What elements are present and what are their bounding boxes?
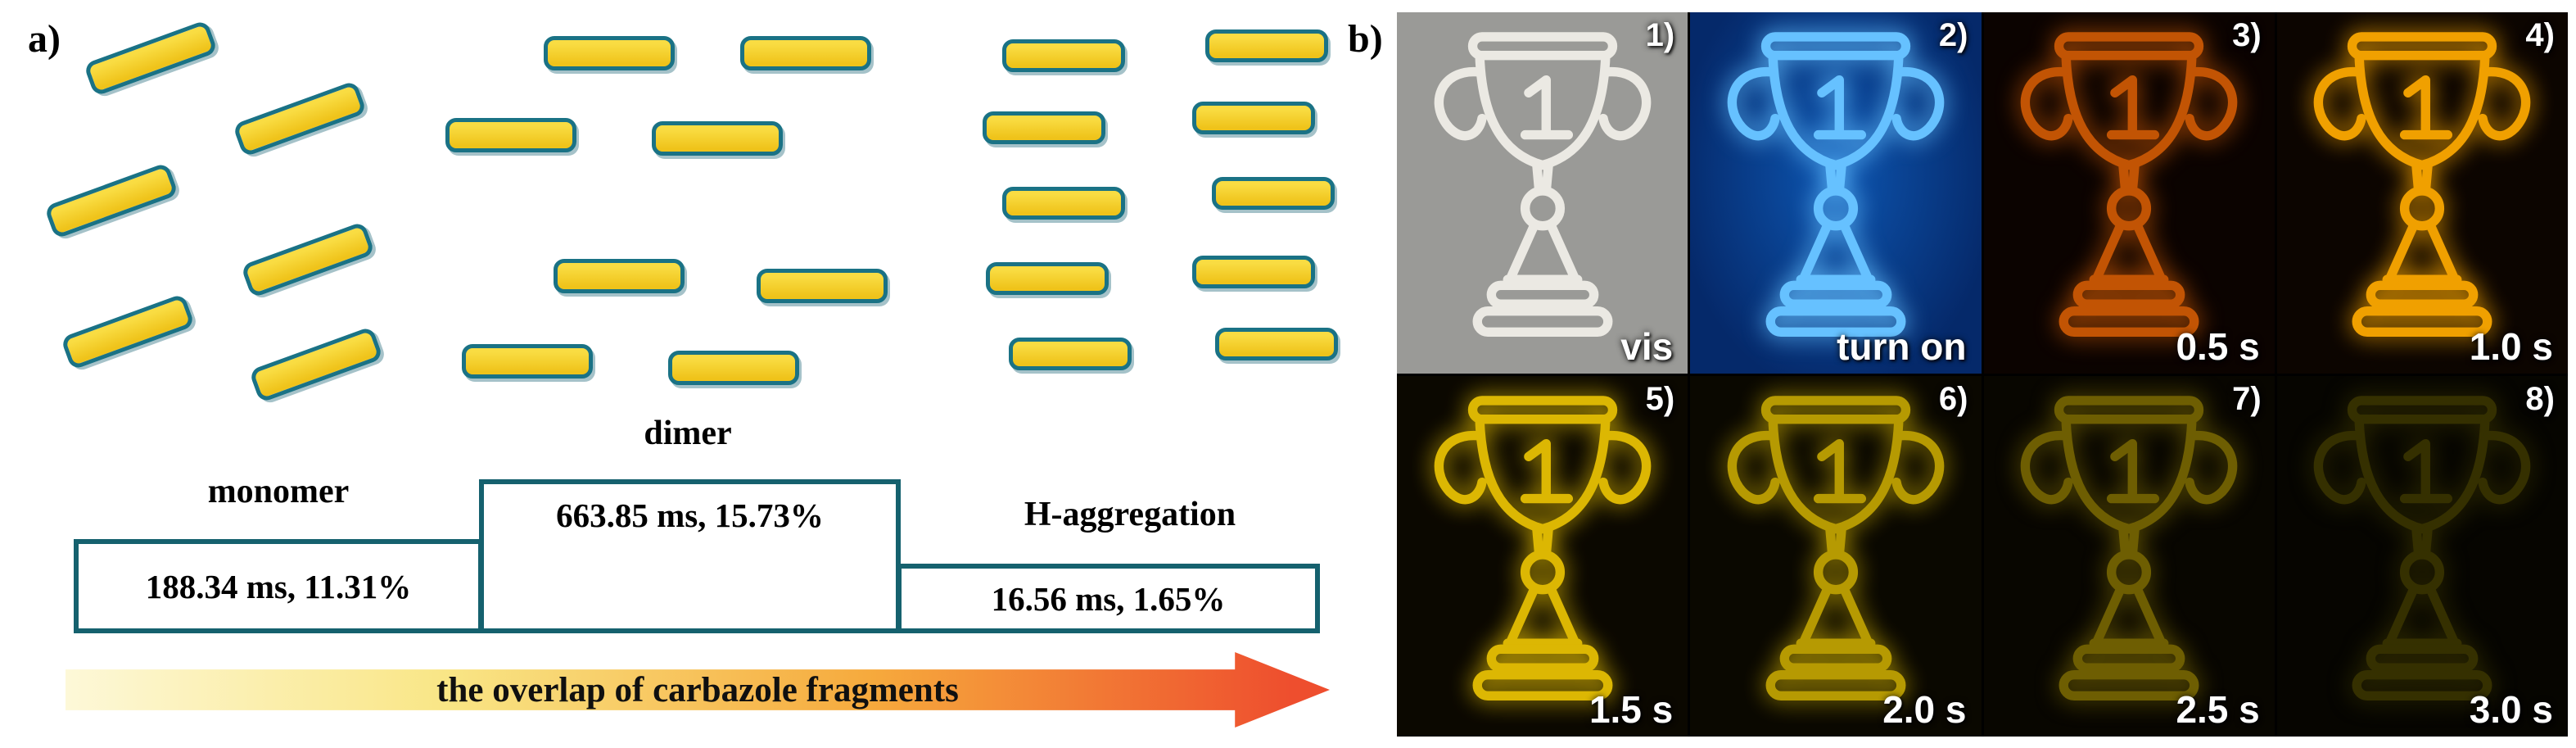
monomer-bar <box>43 161 179 240</box>
photo-cell-3-0s: 8) 3.0 s <box>2276 375 2568 737</box>
cell-time-label: 0.5 s <box>2176 324 2260 368</box>
dimer-bar <box>668 351 799 385</box>
dimer-bar <box>652 121 783 156</box>
cell-index-label: 6) <box>1938 380 1968 417</box>
h-aggregation-bar <box>1002 187 1125 220</box>
photo-cell-1-5s: 5) 1.5 s <box>1397 375 1688 737</box>
cell-time-label: turn on <box>1837 324 1967 368</box>
panel-a: a) monomer dimer H-aggregation <box>28 17 1338 728</box>
photo-cell-turn-on: 2) turn on <box>1690 12 1982 374</box>
trophy-icon <box>1707 20 1964 345</box>
photo-cell-2-5s: 7) 2.5 s <box>1983 375 2275 737</box>
trophy-icon <box>2000 20 2257 345</box>
h-aggregation-label: H-aggregation <box>1024 496 1236 533</box>
cell-time-label: 1.5 s <box>1589 688 1674 731</box>
monomer-lifetime-box: 188.34 ms, 11.31% <box>74 539 483 633</box>
h-aggregation-lifetime-box: 16.56 ms, 1.65% <box>897 564 1320 633</box>
h-aggregation-bar <box>983 111 1105 144</box>
monomer-bar <box>248 325 384 404</box>
h-aggregation-bar <box>986 262 1109 295</box>
cell-time-label: 3.0 s <box>2469 688 2553 731</box>
dimer-bar <box>740 36 871 70</box>
monomer-bar <box>83 19 219 97</box>
trophy-icon <box>1414 20 1671 345</box>
monomer-bar <box>240 220 376 299</box>
photo-cell-1-0s: 4) 1.0 s <box>2276 12 2568 374</box>
h-aggregation-bar <box>1009 338 1132 370</box>
h-aggregation-bar <box>1002 39 1125 72</box>
cell-index-label: 2) <box>1938 17 1968 53</box>
cell-index-label: 7) <box>2232 380 2262 417</box>
cell-time-label: 1.0 s <box>2469 324 2553 368</box>
trophy-icon <box>1707 384 1964 709</box>
h-aggregation-lifetime-value: 16.56 ms, 1.65% <box>991 579 1226 618</box>
panel-b-label: b) <box>1348 17 1383 61</box>
monomer-lifetime-value: 188.34 ms, 11.31% <box>145 567 412 605</box>
trophy-icon <box>2000 384 2257 709</box>
dimer-lifetime-box: 663.85 ms, 15.73% <box>479 479 901 633</box>
cell-index-label: 3) <box>2232 17 2262 53</box>
h-aggregation-bar <box>1205 29 1328 62</box>
dimer-bar <box>462 344 593 379</box>
panel-a-label: a) <box>28 17 61 61</box>
cell-time-label: vis <box>1620 324 1674 368</box>
h-aggregation-bar <box>1192 256 1315 288</box>
dimer-lifetime-value: 663.85 ms, 15.73% <box>556 496 824 534</box>
cell-time-label: 2.5 s <box>2176 688 2260 731</box>
photo-cell-vis: 1) vis <box>1397 12 1688 374</box>
cell-index-label: 4) <box>2525 17 2555 53</box>
h-aggregation-bar <box>1215 328 1338 360</box>
dimer-bar <box>757 269 888 303</box>
cell-time-label: 2.0 s <box>1882 688 1967 731</box>
dimer-bar <box>445 118 576 152</box>
overlap-arrow-label: the overlap of carbazole fragments <box>436 670 959 709</box>
monomer-bar <box>60 292 196 371</box>
h-aggregation-bar <box>1212 177 1335 210</box>
cell-index-label: 1) <box>1645 17 1675 53</box>
cell-index-label: 5) <box>1645 380 1675 417</box>
photo-cell-2-0s: 6) 2.0 s <box>1690 375 1982 737</box>
trophy-icon <box>2294 20 2551 345</box>
h-aggregation-bar <box>1192 102 1315 134</box>
dimer-label: dimer <box>644 415 732 452</box>
dimer-bar <box>554 259 685 293</box>
monomer-bar <box>232 79 368 158</box>
dimer-bar <box>544 36 675 70</box>
trophy-icon <box>2294 384 2551 709</box>
cell-index-label: 8) <box>2525 380 2555 417</box>
photo-cell-0-5s: 3) 0.5 s <box>1983 12 2275 374</box>
photo-grid: 1) vis 2) turn on 3) 0.5 s 4) 1.0 s 5) 1… <box>1397 12 2568 737</box>
monomer-label: monomer <box>207 473 350 510</box>
trophy-icon <box>1414 384 1671 709</box>
